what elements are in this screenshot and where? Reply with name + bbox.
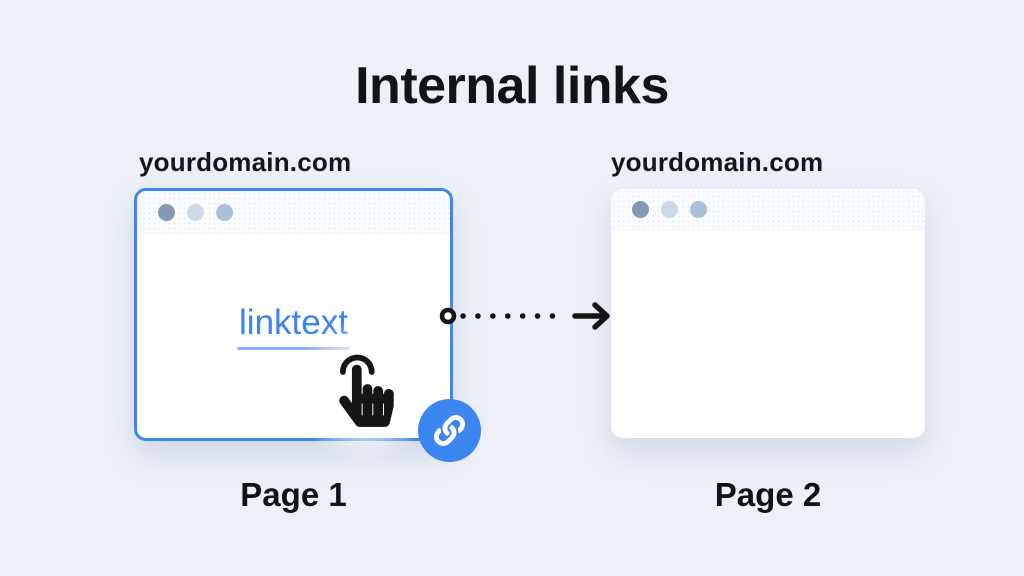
window-dot-icon — [690, 200, 707, 218]
window-dot-icon — [632, 200, 649, 218]
browser-titlebar-page2 — [611, 189, 925, 230]
caption-page1: Page 1 — [240, 476, 347, 513]
flow-arrow-icon — [439, 302, 610, 330]
domain-label-page2: yourdomain.com — [611, 147, 824, 177]
domain-label-page1: yourdomain.com — [139, 147, 352, 177]
tap-cursor-icon — [339, 354, 394, 427]
link-badge — [418, 399, 481, 462]
browser-window-page2 — [611, 189, 925, 438]
browser-window-page1: linktext — [134, 188, 453, 441]
window-dot-icon — [158, 203, 175, 221]
caption-page2: Page 2 — [714, 476, 822, 513]
window-dot-icon — [661, 200, 678, 218]
window-dot-icon — [187, 203, 204, 221]
window-dot-icon — [216, 203, 233, 221]
link-chain-icon — [434, 415, 465, 446]
browser-titlebar-page1 — [137, 191, 450, 234]
page-title: Internal links — [355, 57, 669, 115]
